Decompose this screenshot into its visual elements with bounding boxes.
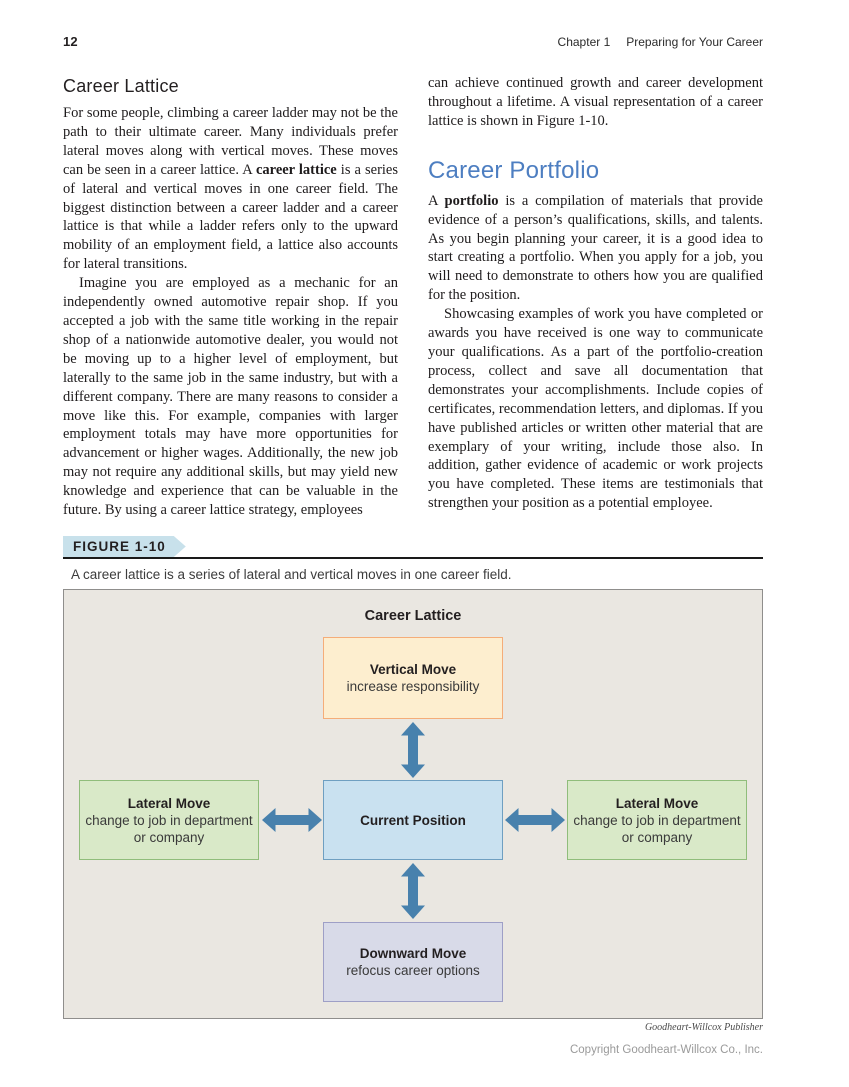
right-column: can achieve continued growth and career …	[428, 74, 763, 520]
page-number: 12	[63, 34, 78, 49]
paragraph-text: is a compilation of materials that provi…	[428, 192, 763, 304]
diagram-title: Career Lattice	[364, 608, 462, 624]
figure-credit: Goodheart-Willcox Publisher	[644, 1022, 763, 1033]
node-subtitle: change to job in department or company	[573, 812, 741, 845]
node-title: Lateral Move	[615, 795, 699, 811]
node-title: Current Position	[360, 812, 466, 828]
chapter-title: Preparing for Your Career	[626, 35, 763, 49]
node-subtitle: increase responsibility	[346, 679, 480, 694]
node-title: Lateral Move	[127, 795, 211, 811]
node-subtitle: change to job in department or company	[85, 812, 253, 845]
figure-header-rule: FIGURE 1-10	[63, 536, 763, 559]
key-term-portfolio: portfolio	[444, 192, 499, 209]
figure-caption: A career lattice is a series of lateral …	[71, 567, 512, 582]
running-head: 12 Chapter 1 Preparing for Your Career	[63, 34, 763, 49]
key-term-career-lattice: career lattice	[255, 161, 337, 178]
vertical-double-arrow-icon	[400, 863, 426, 919]
paragraph-text: A	[428, 192, 445, 209]
paragraph-career-portfolio-2: Showcasing examples of work you have com…	[428, 306, 763, 512]
paragraph-career-portfolio-1: A portfolio is a compilation of material…	[428, 192, 763, 305]
vertical-double-arrow-icon	[400, 722, 426, 778]
horizontal-double-arrow-icon	[505, 807, 565, 833]
node-lateral-move-right: Lateral Move change to job in department…	[567, 780, 747, 860]
two-column-body: Career Lattice For some people, climbing…	[63, 74, 763, 520]
horizontal-double-arrow-icon	[262, 807, 322, 833]
running-head-right: Chapter 1 Preparing for Your Career	[558, 35, 763, 49]
paragraph-career-lattice-2: Imagine you are employed as a mechanic f…	[63, 275, 398, 519]
left-column: Career Lattice For some people, climbing…	[63, 74, 398, 520]
chapter-label: Chapter 1	[557, 35, 611, 49]
paragraph-career-lattice-continued: can achieve continued growth and career …	[428, 75, 763, 129]
node-title: Vertical Move	[369, 662, 457, 677]
node-current-position: Current Position	[323, 780, 503, 860]
node-title: Downward Move	[359, 946, 467, 961]
node-vertical-move: Vertical Move increase responsibility	[323, 637, 503, 719]
figure-label: FIGURE 1-10	[63, 536, 186, 557]
career-lattice-diagram: Career Lattice Vertical Move increase re…	[63, 589, 763, 1019]
copyright-text: Copyright Goodheart-Willcox Co., Inc.	[569, 1044, 763, 1056]
section-heading-career-portfolio: Career Portfolio	[428, 156, 600, 184]
node-lateral-move-left: Lateral Move change to job in department…	[79, 780, 259, 860]
section-heading-career-lattice: Career Lattice	[63, 76, 179, 96]
paragraph-text: is a series of lateral and vertical move…	[63, 161, 399, 273]
paragraph-text: For some people, climbing a career ladde…	[63, 105, 398, 178]
paragraph-career-lattice-1: For some people, climbing a career ladde…	[63, 104, 398, 274]
node-downward-move: Downward Move refocus career options	[323, 922, 503, 1002]
node-subtitle: refocus career options	[346, 963, 480, 978]
